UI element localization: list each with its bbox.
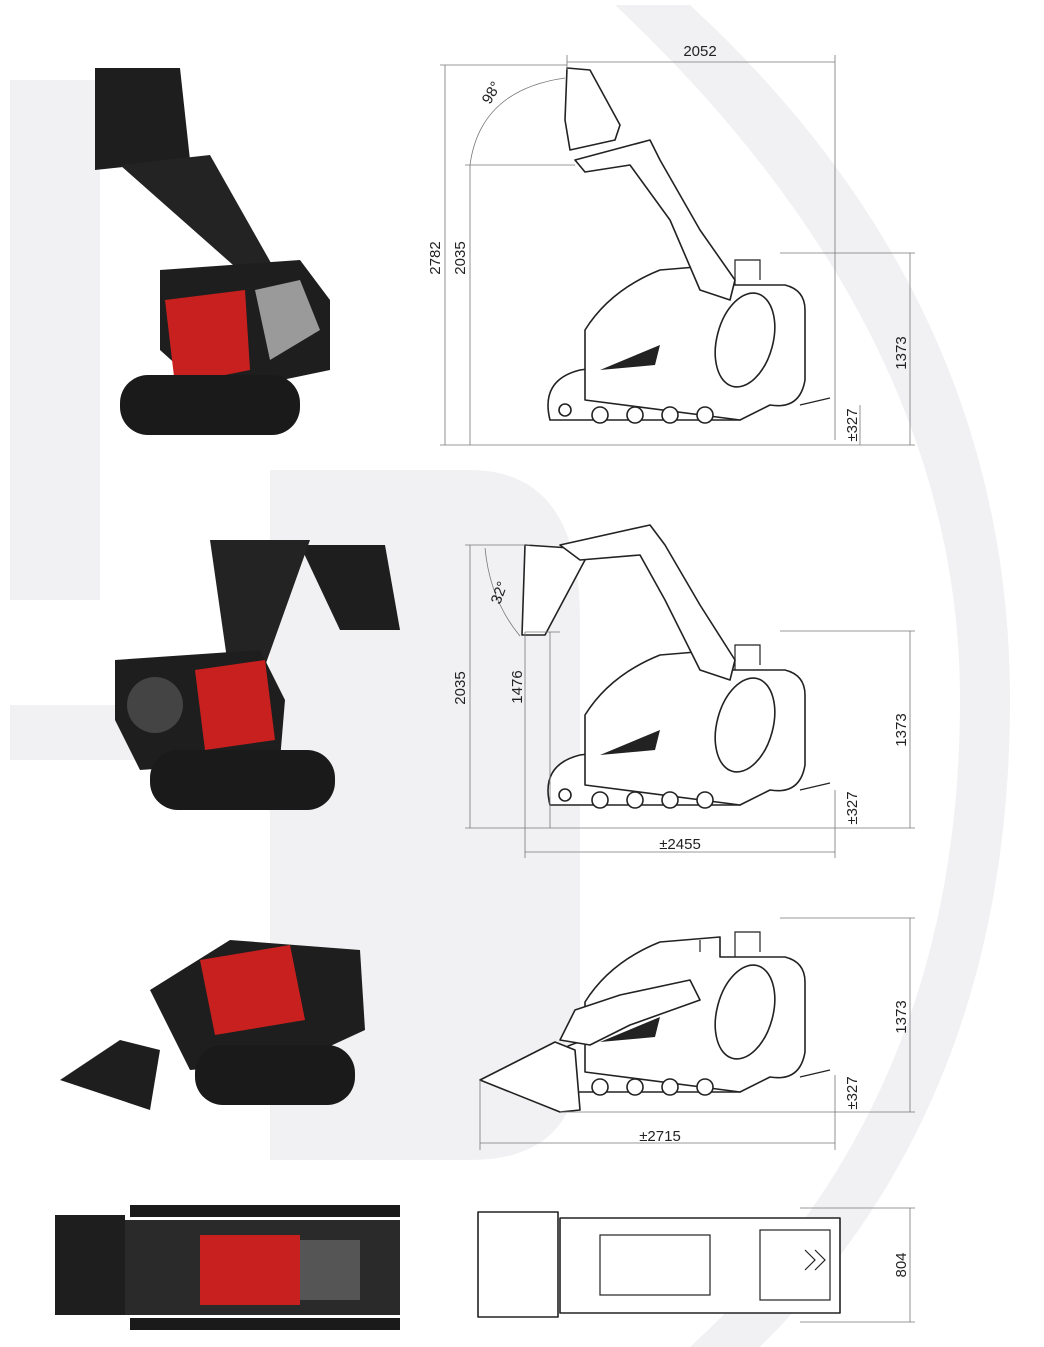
dim-ground-clearance: ±327 bbox=[844, 791, 861, 824]
dim-ground-clearance: ±327 bbox=[844, 1076, 861, 1109]
drawing-view-dump: 2035 32° 1476 1373 ±327 ±2455 bbox=[452, 524, 915, 858]
machine-render-top bbox=[55, 1205, 400, 1330]
dim-max-height: 2782 bbox=[427, 241, 444, 274]
drawing-view-lowered: 1373 ±327 ±2715 bbox=[479, 917, 915, 1150]
dim-overall-length: ±2715 bbox=[639, 1128, 681, 1145]
dim-overall-length: ±2455 bbox=[659, 836, 701, 853]
dim-dump-angle: 32° bbox=[488, 579, 512, 606]
dim-dump-height: 1476 bbox=[509, 670, 526, 703]
dim-tilt-angle: 98° bbox=[479, 79, 505, 107]
dim-overall-length: 2052 bbox=[683, 43, 716, 60]
dim-pin-height: 2035 bbox=[452, 241, 469, 274]
dim-machine-height: 1373 bbox=[893, 1000, 910, 1033]
dim-machine-height: 1373 bbox=[893, 713, 910, 746]
machine-render-lowered bbox=[60, 940, 365, 1110]
machine-render-raised bbox=[95, 68, 330, 435]
drawing-view-top: 804 bbox=[477, 1207, 915, 1323]
dim-ground-clearance: ±327 bbox=[844, 408, 861, 441]
dim-machine-height: 1373 bbox=[893, 336, 910, 369]
dim-width: 804 bbox=[893, 1252, 910, 1277]
dim-pin-height: 2035 bbox=[452, 671, 469, 704]
machine-render-dump bbox=[115, 540, 400, 810]
